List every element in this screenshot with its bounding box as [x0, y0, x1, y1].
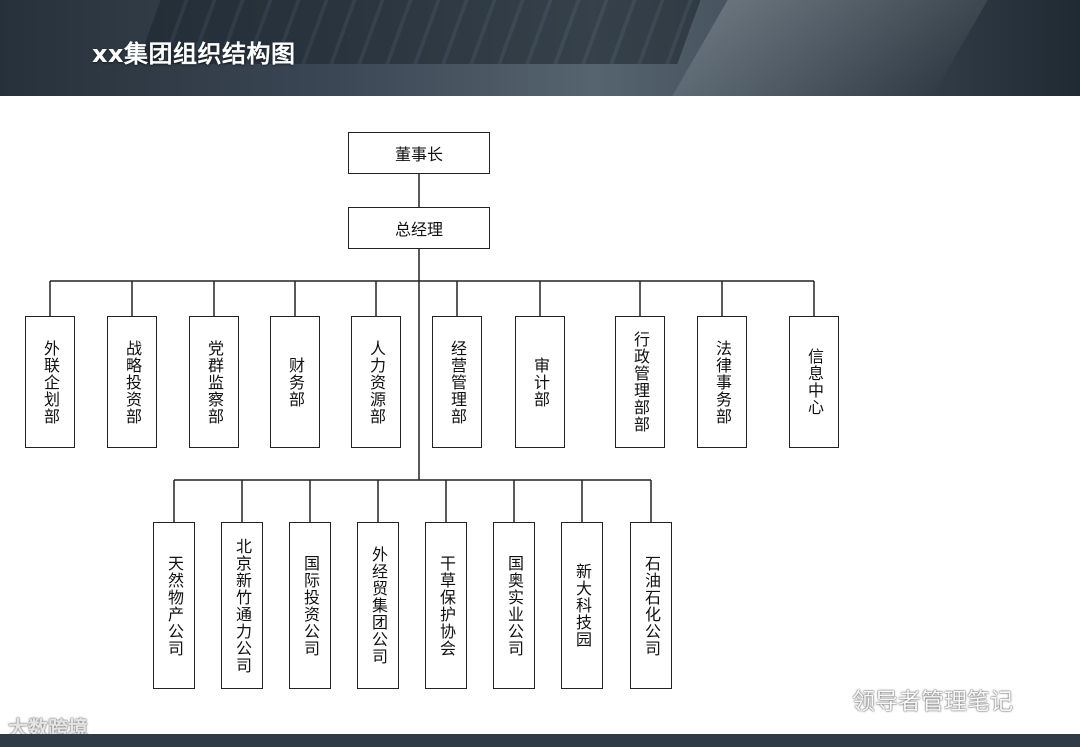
- company-box: 新大科技园: [561, 522, 603, 689]
- department-label: 人力资源部: [367, 339, 386, 425]
- node-chairman: 董事长: [348, 132, 490, 174]
- header-banner: xx集团组织结构图: [0, 0, 1080, 96]
- department-label: 信息中心: [805, 348, 824, 416]
- company-label: 国奥实业公司: [505, 554, 524, 657]
- footer-bar: [0, 734, 1080, 747]
- company-box: 国际投资公司: [289, 522, 331, 689]
- company-label: 石油石化公司: [642, 554, 661, 657]
- department-box: 党群监察部: [189, 316, 239, 448]
- department-label: 行政管理部部: [631, 331, 650, 433]
- wechat-icon: [808, 686, 844, 712]
- department-label: 外联企划部: [41, 339, 60, 425]
- company-box: 干草保护协会: [425, 522, 467, 689]
- watermark-right-text: 领导者管理笔记: [852, 689, 1013, 715]
- company-label: 北京新竹通力公司: [233, 537, 252, 674]
- company-label: 天然物产公司: [165, 554, 184, 657]
- department-box: 财务部: [270, 316, 320, 448]
- department-label: 党群监察部: [205, 339, 224, 425]
- company-box: 国奥实业公司: [493, 522, 535, 689]
- department-label: 经营管理部: [448, 339, 467, 425]
- department-box: 人力资源部: [351, 316, 401, 448]
- department-box: 法律事务部: [697, 316, 747, 448]
- department-box: 审计部: [515, 316, 565, 448]
- company-label: 外经贸集团公司: [369, 546, 388, 665]
- department-label: 财务部: [286, 356, 305, 408]
- department-box: 经营管理部: [432, 316, 482, 448]
- company-label: 新大科技园: [573, 563, 592, 648]
- department-box: 外联企划部: [25, 316, 75, 448]
- department-box: 战略投资部: [107, 316, 157, 448]
- company-box: 石油石化公司: [630, 522, 672, 689]
- company-label: 国际投资公司: [301, 554, 320, 657]
- department-label: 法律事务部: [713, 339, 732, 425]
- company-box: 外经贸集团公司: [357, 522, 399, 689]
- company-box: 北京新竹通力公司: [221, 522, 263, 689]
- department-label: 审计部: [531, 356, 550, 408]
- department-label: 战略投资部: [123, 339, 142, 425]
- company-label: 干草保护协会: [437, 554, 456, 657]
- node-chairman-label: 董事长: [394, 145, 443, 164]
- watermark-right: 领导者管理笔记: [806, 682, 1013, 716]
- department-box: 行政管理部部: [615, 316, 665, 448]
- node-general-manager-label: 总经理: [394, 220, 443, 239]
- node-general-manager: 总经理: [348, 207, 490, 249]
- page-title: xx集团组织结构图: [92, 40, 296, 68]
- company-box: 天然物产公司: [153, 522, 195, 689]
- department-box: 信息中心: [789, 316, 839, 448]
